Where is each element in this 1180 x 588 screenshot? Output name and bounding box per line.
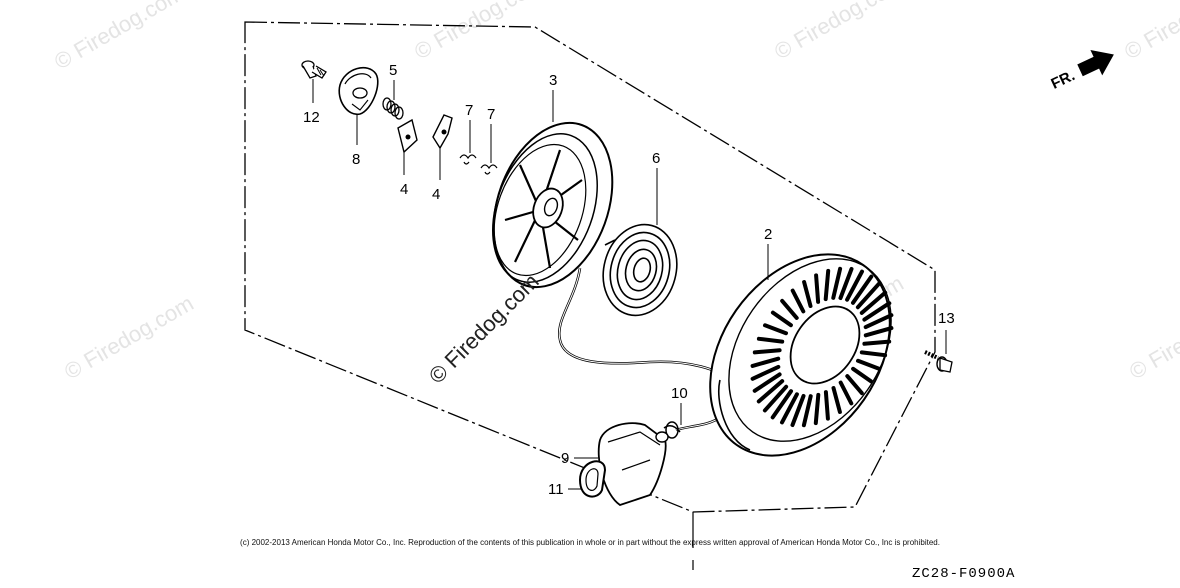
front-label: FR.	[1049, 67, 1078, 93]
part-2-recoil-case	[709, 253, 894, 457]
case-vent-slot	[780, 298, 799, 320]
watermark-center: © Firedog.com	[424, 269, 544, 389]
case-vents	[750, 266, 894, 428]
part-6-spiral-spring	[602, 223, 678, 317]
part-7-spring	[459, 154, 477, 165]
case-vent-slot	[814, 273, 821, 304]
case-vent-slot	[851, 274, 874, 305]
case-vent-slot	[838, 380, 854, 406]
part-10-knot	[663, 421, 681, 439]
callout-13: 13	[938, 310, 955, 327]
case-vent-slot	[790, 394, 806, 427]
case-vent-slot	[770, 389, 793, 420]
watermark-tile: © Firedog.com	[1125, 290, 1180, 384]
case-vent-slot	[790, 288, 806, 314]
callout-4b: 4	[432, 186, 440, 203]
part-9-starter-grip	[597, 422, 669, 506]
case-vent-slot	[823, 390, 830, 421]
front-arrow-icon	[1077, 50, 1114, 77]
part-7-spring	[480, 164, 498, 175]
case-vent-slot	[845, 374, 864, 396]
case-vent-slot	[823, 268, 831, 302]
case-vent-slot	[831, 266, 843, 300]
starter-rope	[557, 267, 737, 432]
case-vent-slot	[802, 280, 813, 308]
case-vent-slot	[750, 364, 781, 381]
case-vent-slot	[756, 379, 785, 404]
case-vent-slot	[851, 366, 874, 384]
part-4-pawl	[432, 114, 453, 150]
watermark-tile: © Firedog.com	[770, 0, 908, 64]
callout-7b: 7	[487, 106, 495, 123]
starter-rope-core	[558, 267, 736, 431]
case-vent-slot	[780, 392, 799, 425]
case-vent-slot	[862, 301, 892, 322]
case-vent-slot	[856, 358, 881, 371]
case-vent-slot	[801, 394, 813, 428]
callout-8: 8	[352, 151, 360, 168]
case-vent-slot	[838, 267, 854, 300]
callout-labels: 2 3 4 4 5 6 7 7 8 9 10 11 12 13	[303, 62, 955, 498]
watermark-tile: © Firedog.com	[60, 290, 198, 384]
case-vent-slot	[863, 326, 894, 338]
case-vent-slot	[813, 392, 821, 426]
case-vent-slot	[845, 269, 864, 302]
case-vent-slot	[756, 336, 785, 344]
case-vent-slot	[831, 386, 842, 414]
callout-2: 2	[764, 226, 772, 243]
callout-11: 11	[548, 481, 564, 498]
callout-7a: 7	[465, 102, 473, 119]
case-vent-slot	[862, 339, 892, 346]
callout-3: 3	[549, 72, 557, 89]
part-12-bolt	[301, 60, 327, 79]
callout-10: 10	[671, 385, 688, 402]
case-vent-slot	[750, 356, 781, 368]
part-5-spring	[382, 97, 404, 120]
callout-12: 12	[303, 109, 320, 126]
part-11-grip-insert	[578, 460, 607, 498]
front-direction-indicator: FR.	[1049, 50, 1114, 93]
part-13-flange-bolt	[924, 350, 953, 373]
case-vent-slot	[863, 313, 894, 330]
case-vent-slot	[752, 348, 782, 355]
part-4-pawl	[397, 118, 418, 154]
drawing-code: ZC28-F0900A	[912, 566, 1016, 582]
case-vent-slot	[752, 372, 782, 393]
callout-5: 5	[389, 62, 397, 79]
case-vent-slot	[855, 281, 882, 310]
case-vent-slot	[859, 350, 888, 358]
watermark-tile: © Firedog.com	[50, 0, 188, 74]
callout-6: 6	[652, 150, 660, 167]
assembly-boundary	[244, 21, 936, 513]
background-watermarks: © Firedog.com © Firedog.com © Firedog.co…	[50, 0, 1180, 384]
part-3-reel	[492, 121, 614, 289]
case-vent-slot	[770, 310, 793, 328]
case-vent-slot	[762, 384, 789, 413]
case-vent-slot	[763, 323, 788, 336]
watermark-tile: © Firedog.com	[410, 0, 548, 64]
callout-4a: 4	[400, 181, 408, 198]
watermark-tile: © Firedog.com	[1120, 0, 1180, 64]
case-vent-slot	[859, 290, 888, 315]
part-8-ratchet	[338, 66, 379, 116]
callout-9: 9	[561, 450, 569, 467]
copyright-notice: (c) 2002-2013 American Honda Motor Co., …	[240, 538, 940, 547]
